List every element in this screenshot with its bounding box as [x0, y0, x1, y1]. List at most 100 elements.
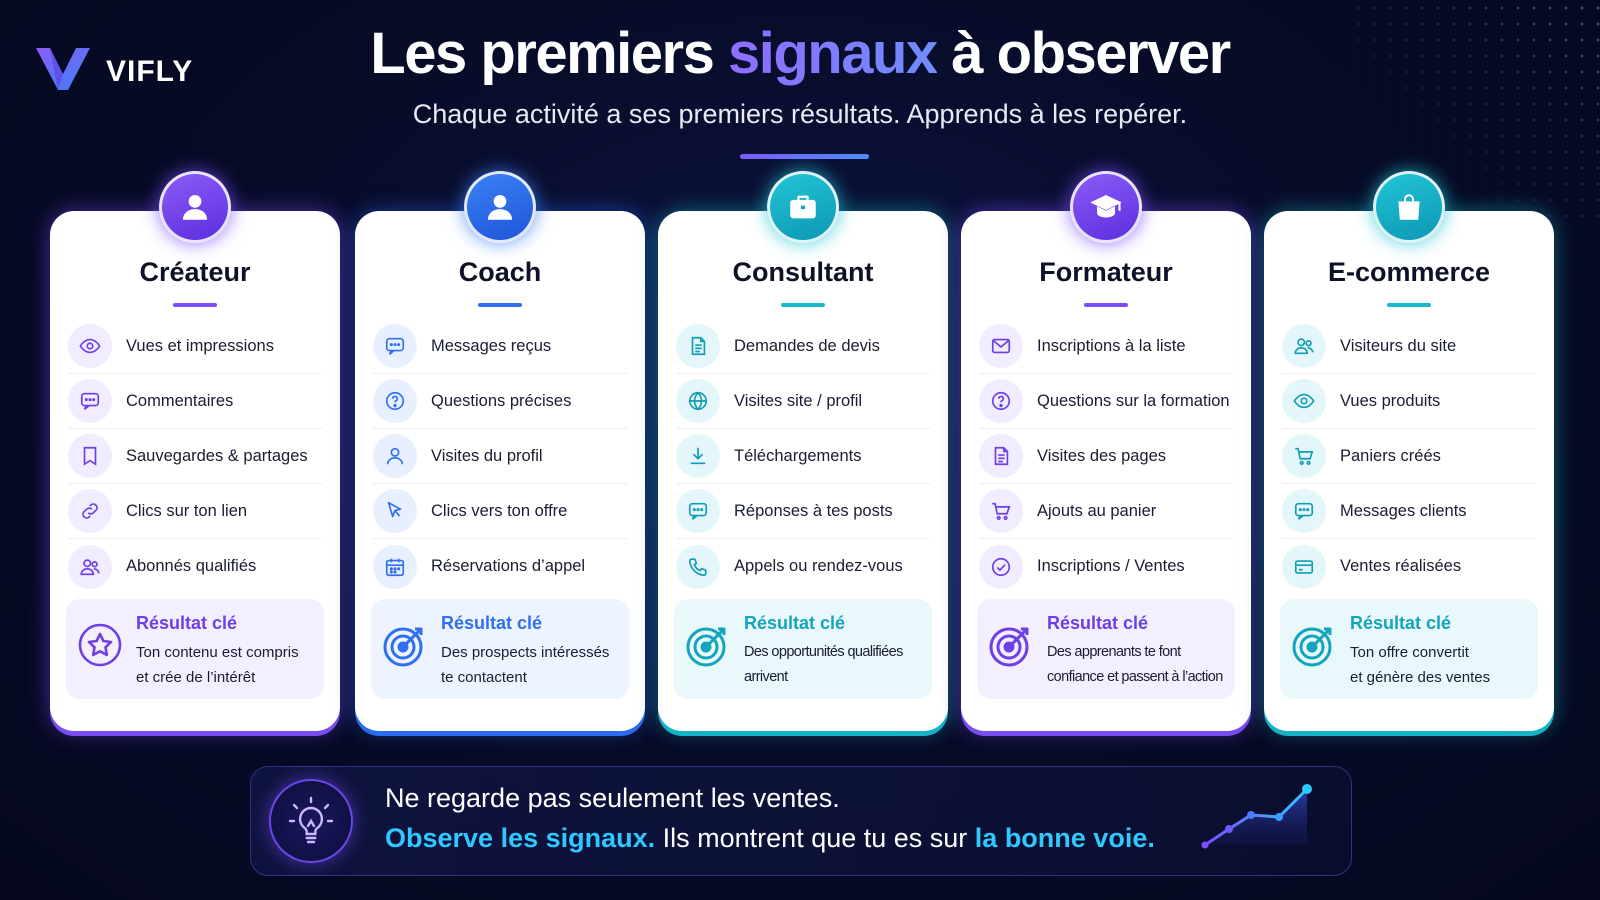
list-item: Téléchargements	[676, 429, 930, 484]
list-item: Ajouts au panier	[979, 484, 1233, 539]
item-label: Questions précises	[431, 391, 572, 410]
result-line2: confiance et passent à l’action	[1047, 669, 1223, 685]
briefcase-icon	[767, 171, 839, 243]
item-label: Vues produits	[1340, 391, 1441, 410]
users-icon	[68, 544, 112, 589]
card-underline	[1387, 303, 1431, 307]
card-title: Créateur	[139, 257, 251, 287]
cart-icon	[1282, 434, 1326, 478]
item-label: Clics sur ton lien	[126, 501, 248, 520]
item-label: Messages reçus	[431, 336, 552, 355]
item-label: Visites des pages	[1037, 446, 1167, 465]
user-icon	[464, 171, 536, 243]
eye-icon	[68, 324, 112, 368]
item-label: Visites site / profil	[734, 391, 863, 410]
result-line1: Ton contenu est compris	[136, 644, 299, 661]
item-label: Vues et impressions	[126, 336, 274, 355]
document-icon	[979, 434, 1023, 478]
mail-icon	[979, 324, 1023, 368]
signal-list: Visiteurs du site Vues produits Paniers …	[1282, 319, 1536, 594]
card-underline	[478, 303, 522, 307]
result-text: Des apprenants te font confiance et pass…	[1047, 640, 1223, 690]
signal-list: Vues et impressions Commentaires Sauvega…	[68, 319, 322, 594]
document-icon	[676, 324, 720, 368]
vifly-logo-icon	[34, 44, 92, 99]
list-item: Clics vers ton offre	[373, 484, 627, 539]
item-label: Réservations d’appel	[431, 557, 586, 575]
list-item: Inscriptions / Ventes	[979, 539, 1233, 594]
title-underline	[740, 154, 869, 159]
item-label: Visiteurs du site	[1340, 336, 1457, 355]
title-part1: Les premiers	[370, 21, 728, 86]
list-item: Inscriptions à la liste	[979, 319, 1233, 374]
comment-icon	[676, 489, 720, 533]
target-icon	[381, 621, 429, 669]
user-icon	[373, 434, 417, 478]
list-item: Vues produits	[1282, 374, 1536, 429]
result-line2: arrivent	[744, 669, 788, 685]
list-item: Demandes de devis	[676, 319, 930, 374]
item-label: Sauvegardes & partages	[126, 446, 308, 465]
list-item: Vues et impressions	[68, 319, 322, 374]
result-line1: Ton offre convertit	[1350, 644, 1469, 661]
result-title: Résultat clé	[441, 613, 543, 633]
check-circle-icon	[979, 544, 1023, 589]
result-line2: et crée de l’intérêt	[136, 669, 256, 686]
signal-list: Demandes de devis Visites site / profil …	[676, 319, 930, 594]
card-formateur: Formateur Inscriptions à la liste Questi…	[961, 171, 1251, 731]
message-icon	[373, 324, 417, 368]
banner-line1: Ne regarde pas seulement les ventes.	[385, 783, 840, 813]
key-result: Résultat clé Ton offre convertit et génè…	[1280, 599, 1538, 699]
card-consultant: Consultant Demandes de devis Visites sit…	[658, 171, 948, 731]
banner-end: la bonne voie.	[974, 823, 1155, 853]
signal-list: Inscriptions à la liste Questions sur la…	[979, 319, 1233, 594]
question-icon	[979, 379, 1023, 423]
item-label: Réponses à tes posts	[734, 501, 893, 520]
link-icon	[68, 489, 112, 533]
result-line2: te contactent	[441, 669, 527, 686]
list-item: Visites du profil	[373, 429, 627, 484]
key-result: Résultat clé Des opportunités qualifiées…	[674, 599, 932, 699]
cursor-icon	[373, 489, 417, 533]
phone-icon	[676, 544, 720, 589]
target-icon	[1290, 621, 1338, 669]
card-title: Consultant	[732, 257, 874, 287]
item-label: Questions sur la formation	[1037, 391, 1230, 410]
download-icon	[676, 434, 720, 478]
list-item: Questions sur la formation	[979, 374, 1233, 429]
list-item: Visites site / profil	[676, 374, 930, 429]
bookmark-icon	[68, 434, 112, 478]
result-title: Résultat clé	[744, 613, 846, 633]
item-label: Paniers créés	[1340, 446, 1441, 465]
list-item: Messages reçus	[373, 319, 627, 374]
item-label: Visites du profil	[431, 446, 543, 465]
users-icon	[1282, 324, 1326, 368]
list-item: Ventes réalisées	[1282, 539, 1536, 594]
title-accent: signaux	[728, 21, 938, 86]
item-label: Inscriptions à la liste	[1037, 336, 1186, 355]
key-result: Résultat clé Ton contenu est compris et …	[66, 599, 324, 699]
list-item: Réservations d’appel	[373, 539, 627, 594]
card-coach: Coach Messages reçus Questions précises …	[355, 171, 645, 731]
item-label: Ajouts au panier	[1037, 501, 1157, 520]
item-label: Appels ou rendez-vous	[734, 557, 903, 575]
page-title: Les premiers signaux à observer	[0, 20, 1600, 87]
brand-logo[interactable]: VIFLY	[34, 44, 193, 99]
star-badge-icon	[76, 621, 124, 669]
key-result: Résultat clé Des apprenants te font conf…	[977, 599, 1235, 699]
result-title: Résultat clé	[1047, 613, 1149, 633]
card-underline	[173, 303, 217, 307]
comment-icon	[1282, 489, 1326, 533]
banner-middle: Ils montrent que tu es sur	[655, 823, 975, 853]
list-item: Visites des pages	[979, 429, 1233, 484]
result-text: Ton offre convertit et génère des ventes	[1350, 640, 1490, 690]
list-item: Messages clients	[1282, 484, 1536, 539]
item-label: Messages clients	[1340, 501, 1467, 520]
eye-icon	[1282, 379, 1326, 423]
list-item: Clics sur ton lien	[68, 484, 322, 539]
result-line1: Des opportunités qualifiées	[744, 644, 903, 660]
card-createur: Créateur Vues et impressions Commentaire…	[50, 171, 340, 731]
item-label: Commentaires	[126, 391, 234, 410]
cart-icon	[979, 489, 1023, 533]
result-text: Des prospects intéressés te contactent	[441, 640, 609, 690]
